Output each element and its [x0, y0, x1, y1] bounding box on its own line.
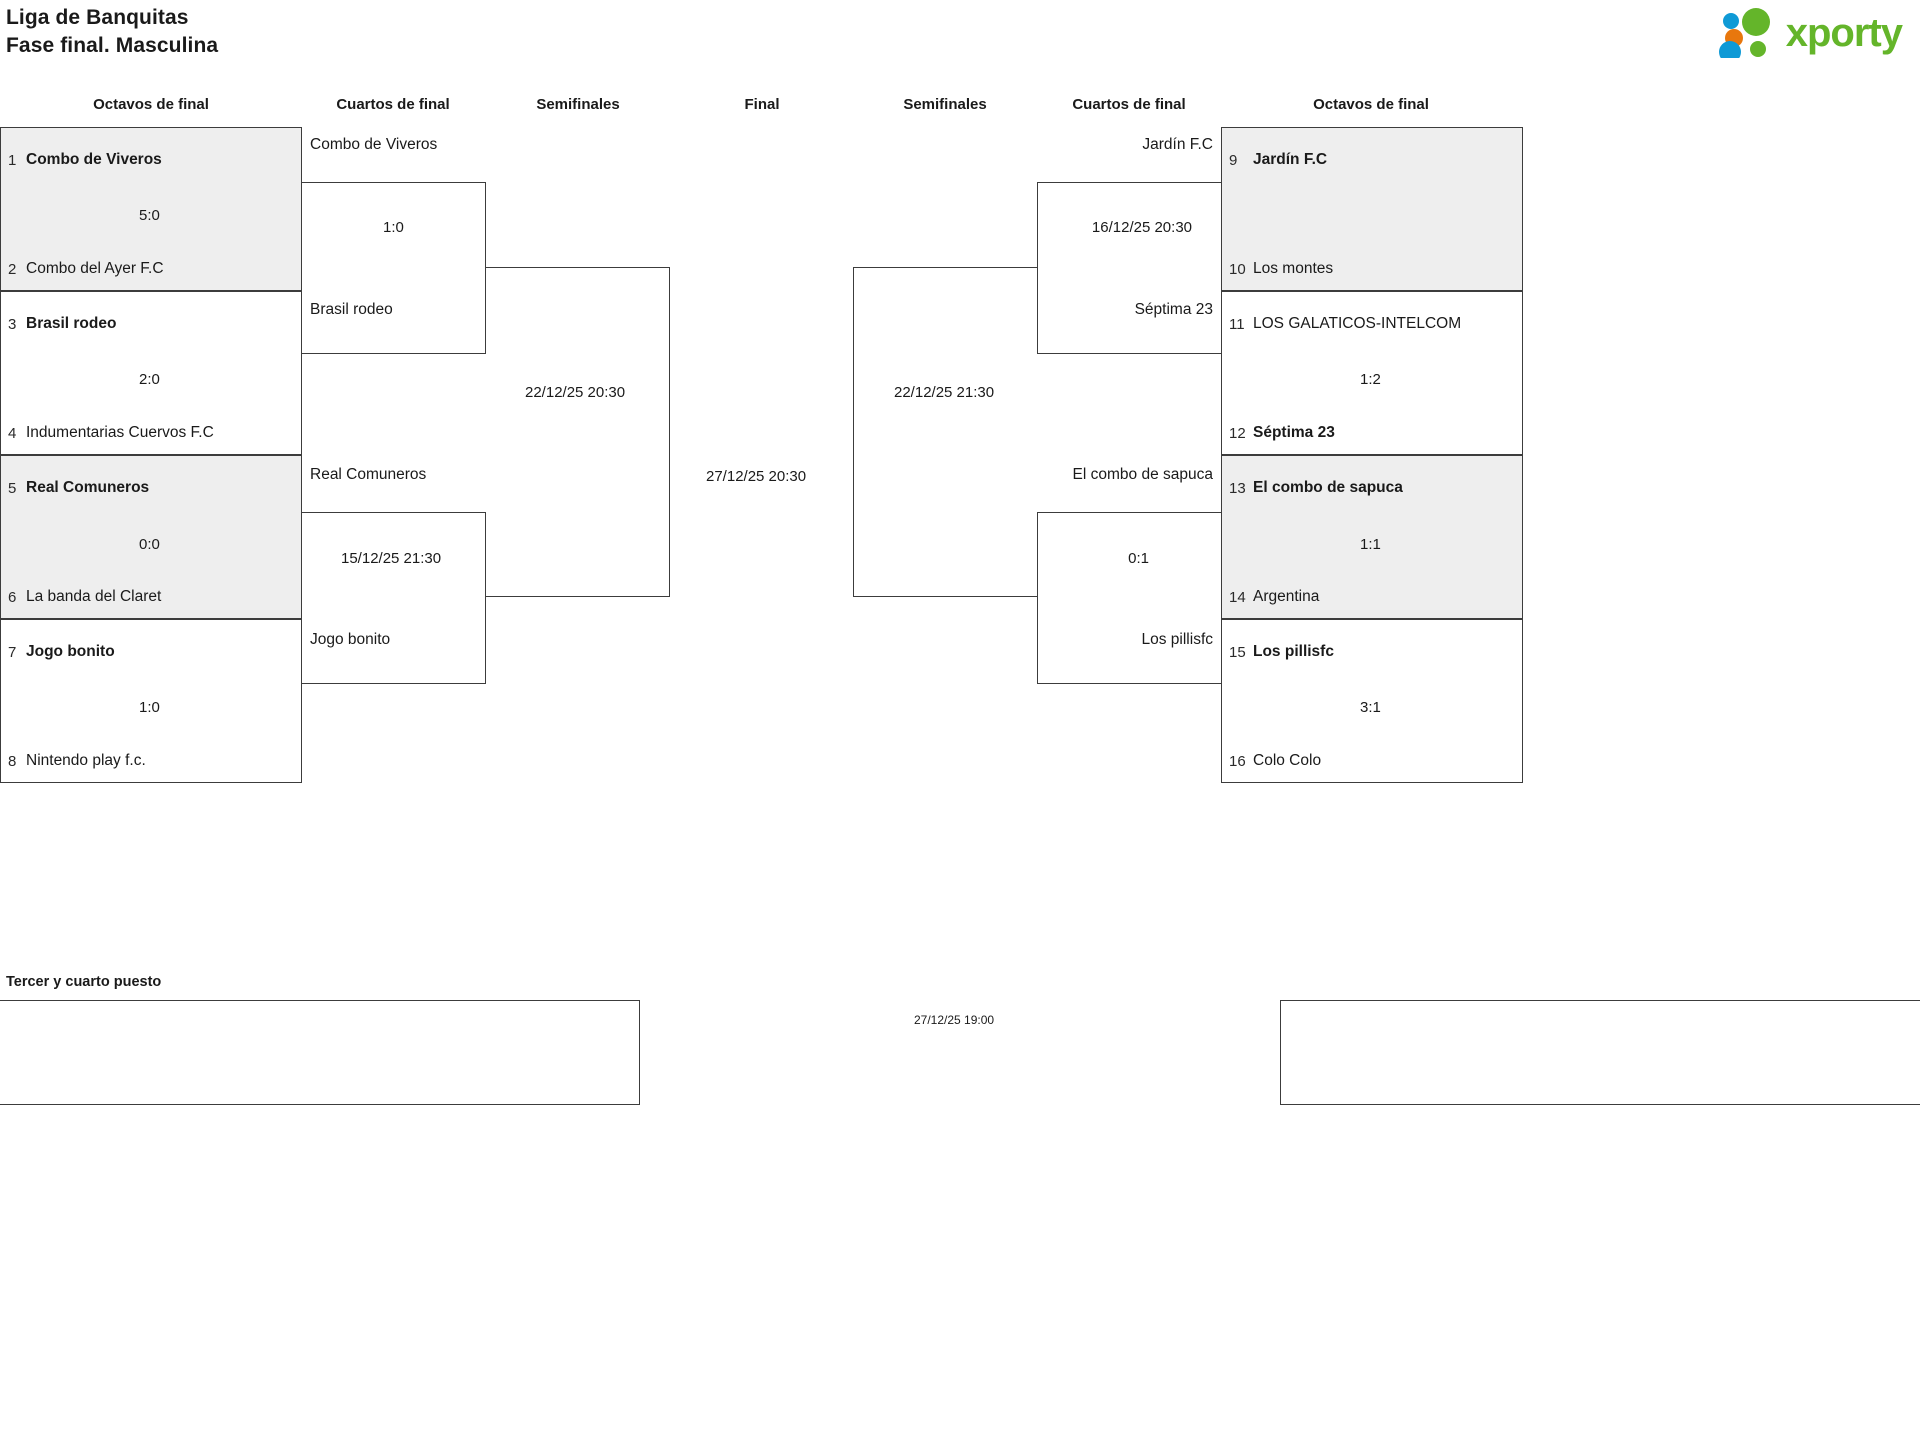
seed-7: 7	[8, 644, 17, 661]
qf-left-2-team-bot: Jogo bonito	[310, 631, 391, 648]
score-match-7: 1:1	[1360, 536, 1381, 553]
seed-10: 10	[1229, 261, 1246, 278]
third-place-label: Tercer y cuarto puesto	[6, 974, 162, 990]
team-2: Combo del Ayer F.C	[26, 260, 164, 277]
round-header-final: Final	[744, 96, 780, 113]
seed-14: 14	[1229, 589, 1246, 606]
seed-4: 4	[8, 425, 17, 442]
round-header-cuartos-right: Cuartos de final	[1072, 96, 1186, 113]
qf-left-1-team-bot: Brasil rodeo	[310, 301, 393, 318]
seed-8: 8	[8, 753, 17, 770]
score-match-4: 1:0	[139, 699, 160, 716]
xporty-logo: xporty	[1718, 6, 1903, 60]
qf-left-2-team-top: Real Comuneros	[310, 466, 427, 483]
match-card-5[interactable]	[1221, 127, 1523, 291]
match-card-8[interactable]	[1221, 619, 1523, 783]
team-13: El combo de sapuca	[1253, 479, 1403, 496]
qf-right-2-team-top: El combo de sapuca	[1072, 466, 1213, 483]
team-14: Argentina	[1253, 588, 1320, 605]
team-16: Colo Colo	[1253, 752, 1322, 769]
seed-13: 13	[1229, 480, 1246, 497]
match-card-qf-right-2[interactable]	[1037, 512, 1221, 684]
seed-15: 15	[1229, 644, 1246, 661]
third-place-line-vert-left	[639, 1000, 640, 1105]
score-match-6: 1:2	[1360, 371, 1381, 388]
team-3: Brasil rodeo	[26, 315, 117, 332]
seed-11: 11	[1229, 316, 1245, 333]
seed-3: 3	[8, 316, 17, 333]
seed-12: 12	[1229, 425, 1246, 442]
match-card-6[interactable]	[1221, 291, 1523, 455]
qf-left-1-team-top: Combo de Viveros	[310, 136, 438, 153]
team-12: Séptima 23	[1253, 424, 1335, 441]
seed-5: 5	[8, 480, 17, 497]
team-6: La banda del Claret	[26, 588, 162, 605]
match-card-sf-right[interactable]	[853, 267, 1037, 597]
qf-left-2-date: 15/12/25 21:30	[341, 550, 442, 567]
team-8: Nintendo play f.c.	[26, 752, 146, 769]
round-header-semifinales-right: Semifinales	[903, 96, 987, 113]
xporty-dots-icon	[1718, 8, 1770, 58]
final-date: 27/12/25 20:30	[706, 468, 807, 485]
match-card-qf-right-1[interactable]	[1037, 182, 1221, 354]
seed-1: 1	[8, 152, 17, 169]
team-11: LOS GALATICOS-INTELCOM	[1253, 315, 1462, 332]
qf-right-1-team-top: Jardín F.C	[1142, 136, 1213, 153]
team-9: Jardín F.C	[1253, 151, 1328, 168]
score-match-2: 2:0	[139, 371, 160, 388]
match-card-sf-left[interactable]	[486, 267, 670, 597]
seed-6: 6	[8, 589, 17, 606]
qf-right-1-date: 16/12/25 20:30	[1091, 219, 1192, 236]
round-header-semifinales-left: Semifinales	[536, 96, 620, 113]
third-place-date: 27/12/25 19:00	[914, 1013, 995, 1027]
seed-2: 2	[8, 261, 17, 278]
team-5: Real Comuneros	[26, 479, 150, 496]
third-place-line-bot-left	[0, 1104, 640, 1105]
match-card-3[interactable]	[0, 455, 302, 619]
team-4: Indumentarias Cuervos F.C	[26, 424, 214, 441]
seed-16: 16	[1229, 753, 1246, 770]
qf-right-2-team-bot: Los pillisfc	[1141, 631, 1214, 648]
match-card-qf-left-2[interactable]	[302, 512, 486, 684]
round-header-octavos-right: Octavos de final	[1313, 96, 1429, 113]
score-match-3: 0:0	[139, 536, 160, 553]
match-card-7[interactable]	[1221, 455, 1523, 619]
match-card-2[interactable]	[0, 291, 302, 455]
seed-9: 9	[1229, 152, 1238, 169]
round-header-cuartos-left: Cuartos de final	[336, 96, 450, 113]
team-10: Los montes	[1253, 260, 1334, 277]
score-match-1: 5:0	[139, 207, 160, 224]
team-15: Los pillisfc	[1253, 643, 1334, 660]
qf-right-2-score: 0:1	[1128, 550, 1149, 567]
sf-right-date: 22/12/25 21:30	[894, 384, 995, 401]
score-match-8: 3:1	[1360, 699, 1381, 716]
qf-left-1-score: 1:0	[383, 219, 404, 236]
team-7: Jogo bonito	[26, 643, 115, 660]
third-place-line-bot-right	[1280, 1104, 1920, 1105]
title-line-2: Fase final. Masculina	[6, 33, 219, 57]
third-place-line-vert-right	[1280, 1000, 1281, 1105]
sf-left-date: 22/12/25 20:30	[525, 384, 626, 401]
match-card-qf-left-1[interactable]	[302, 182, 486, 354]
third-place-line-top-right	[1280, 1000, 1920, 1001]
round-header-octavos-left: Octavos de final	[93, 96, 209, 113]
team-1: Combo de Viveros	[26, 151, 162, 168]
third-place-line-top-left	[0, 1000, 640, 1001]
qf-right-1-team-bot: Séptima 23	[1134, 301, 1213, 318]
logo-wordmark: xporty	[1785, 11, 1903, 55]
match-card-1[interactable]	[0, 127, 302, 291]
match-card-4[interactable]	[0, 619, 302, 783]
title-line-1: Liga de Banquitas	[6, 6, 189, 29]
